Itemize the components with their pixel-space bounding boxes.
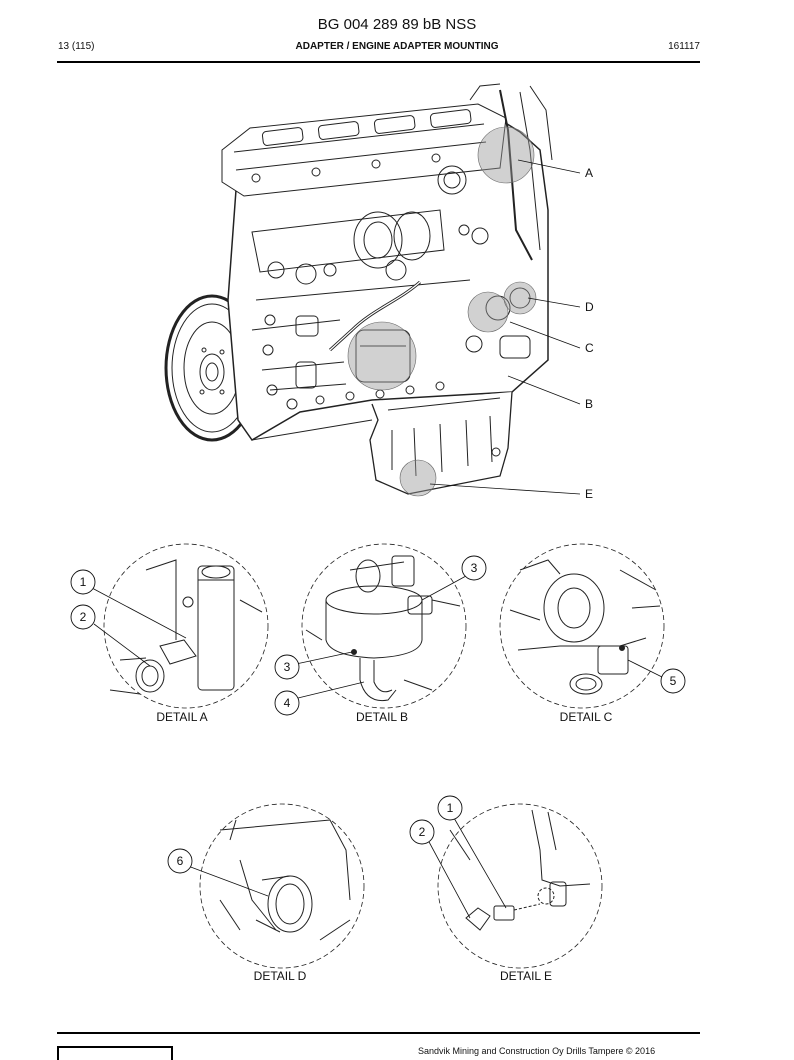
page-number: 13 (115) bbox=[58, 41, 95, 52]
flywheel bbox=[164, 294, 260, 442]
callout-leaders bbox=[429, 159, 581, 495]
detail-a-title: DETAIL A bbox=[156, 710, 207, 724]
callout-a: A bbox=[585, 166, 593, 180]
detail-e-item-1: 1 bbox=[447, 801, 454, 815]
date-code: 161117 bbox=[668, 41, 700, 52]
highlight-zones bbox=[347, 126, 537, 497]
detail-c-title: DETAIL C bbox=[560, 710, 613, 724]
footer-rule bbox=[57, 1032, 700, 1034]
detail-a: 1 2 DETAIL A bbox=[70, 543, 269, 724]
detail-b-item-3-bottom: 3 bbox=[284, 660, 291, 674]
detail-c-item-5: 5 bbox=[670, 674, 677, 688]
callout-e: E bbox=[585, 487, 593, 501]
engine-drawing bbox=[164, 83, 553, 495]
detail-e: 1 2 DETAIL E bbox=[409, 795, 603, 983]
detail-a-item-2: 2 bbox=[80, 610, 87, 624]
detail-d-item-6: 6 bbox=[177, 854, 184, 868]
document-number: BG 004 289 89 bB NSS bbox=[317, 16, 477, 33]
callout-b: B bbox=[585, 397, 593, 411]
detail-a-item-1: 1 bbox=[80, 575, 87, 589]
detail-d-title: DETAIL D bbox=[254, 969, 307, 983]
detail-e-title: DETAIL E bbox=[500, 969, 552, 983]
company-logo bbox=[57, 1046, 173, 1060]
detail-c: 5 DETAIL C bbox=[499, 543, 686, 724]
callout-c: C bbox=[585, 341, 594, 355]
section-title: ADAPTER / ENGINE ADAPTER MOUNTING bbox=[295, 41, 499, 52]
callout-d: D bbox=[585, 300, 594, 314]
detail-d: 6 DETAIL D bbox=[167, 803, 365, 983]
footer-copyright: Sandvik Mining and Construction Oy Drill… bbox=[418, 1046, 656, 1056]
detail-e-item-2: 2 bbox=[419, 825, 426, 839]
detail-b-item-3-top: 3 bbox=[471, 561, 478, 575]
detail-b-title: DETAIL B bbox=[356, 710, 408, 724]
detail-b: 3 3 4 DETAIL B bbox=[274, 543, 487, 724]
detail-b-item-4: 4 bbox=[284, 696, 291, 710]
header-rule bbox=[57, 61, 700, 63]
